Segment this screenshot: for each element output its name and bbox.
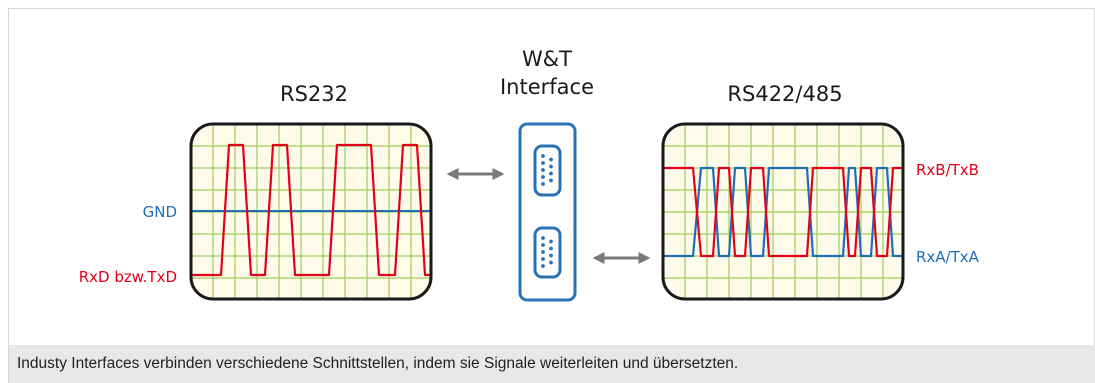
rs422-title: RS422/485 (727, 82, 842, 106)
wt-title-line1: W&T (522, 47, 572, 71)
wt-title-line2: Interface (500, 75, 594, 99)
db9-port-top (533, 144, 562, 197)
gnd-label: GND (143, 203, 177, 221)
rs422-rxb-signal (663, 166, 903, 258)
figure-caption: Industy Interfaces verbinden verschieden… (9, 345, 1095, 383)
rs232-signal (191, 143, 431, 277)
rxd-label: RxD bzw.TxD (79, 268, 177, 286)
rs232-title: RS232 (280, 82, 348, 106)
rxa-label: RxA/TxA (916, 248, 980, 266)
rs232-scope (189, 122, 433, 301)
db9-port-bottom (533, 226, 562, 279)
wt-connector-icon (518, 122, 577, 302)
interface-diagram: RS232 W&T Interface RS422/485 GND RxD bz… (79, 47, 980, 302)
rxb-label: RxB/TxB (916, 161, 979, 179)
rs422-scope (661, 122, 905, 301)
